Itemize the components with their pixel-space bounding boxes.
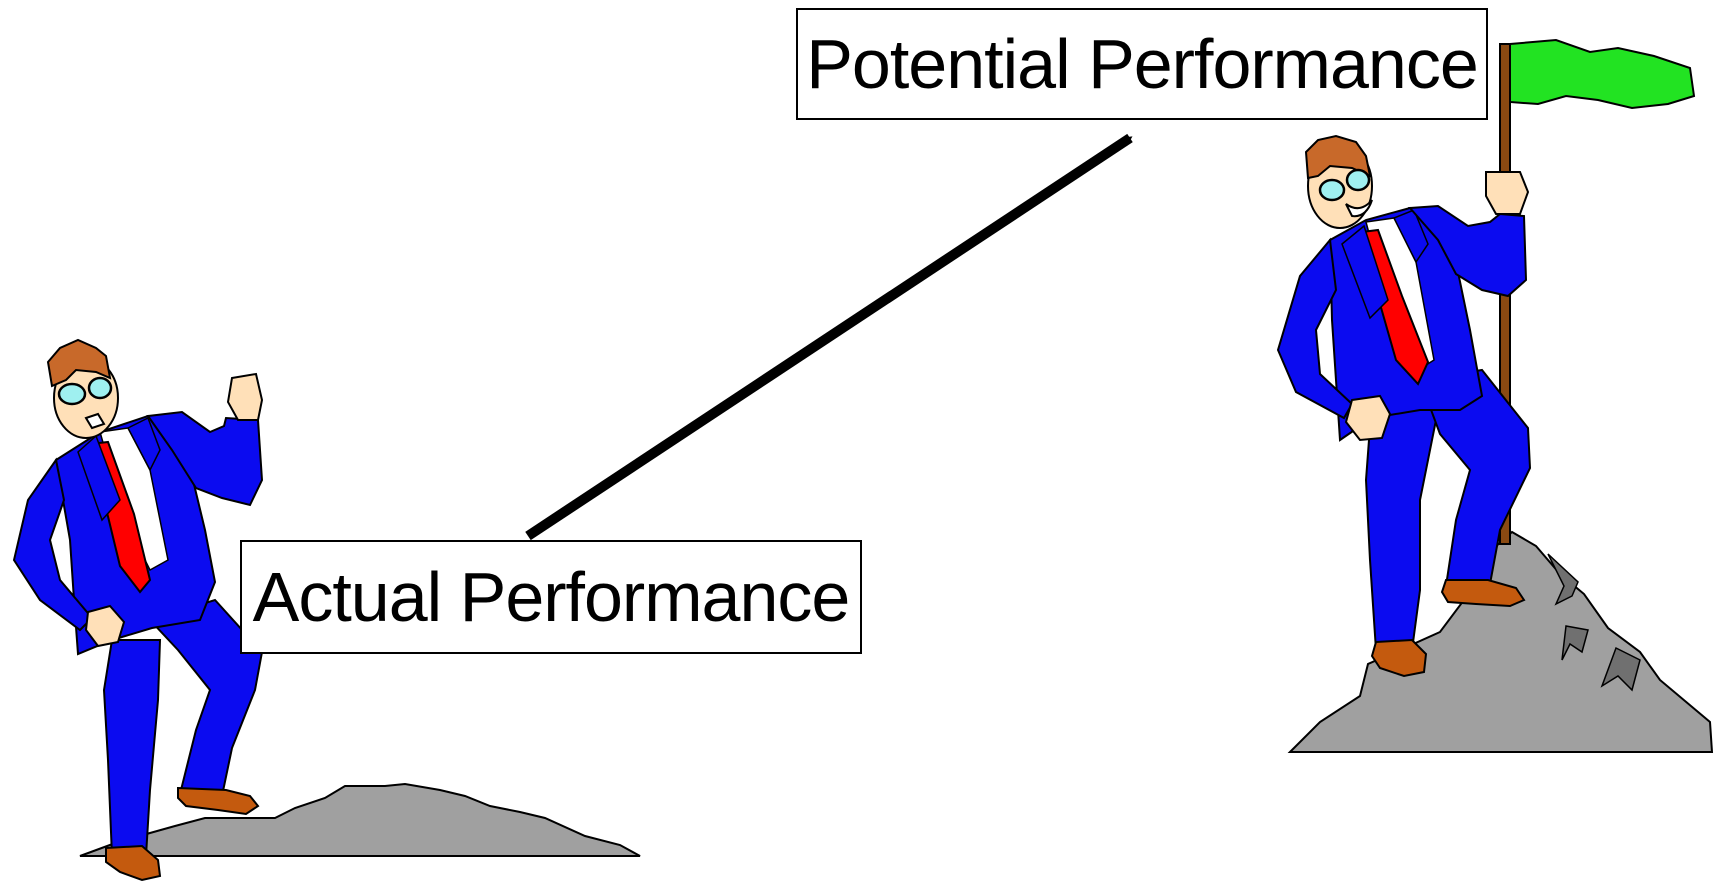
frustrated-businessman-icon	[12, 338, 264, 882]
arrow-up-right-icon	[525, 133, 1133, 541]
shoe-icon	[1370, 638, 1428, 678]
shoe-icon	[105, 844, 162, 882]
mountain-peak	[1287, 530, 1714, 753]
green-flag-icon	[1509, 38, 1696, 110]
shoe-icon	[177, 786, 260, 816]
shoe-icon	[1440, 579, 1526, 608]
actual-performance-text: Actual Performance	[252, 558, 851, 636]
potential-performance-label: Potential Performance	[796, 8, 1488, 120]
actual-performance-label: Actual Performance	[240, 540, 862, 654]
triumphant-businessman-icon	[1276, 134, 1532, 678]
low-rock-mound	[79, 782, 641, 857]
potential-performance-text: Potential Performance	[806, 25, 1479, 103]
